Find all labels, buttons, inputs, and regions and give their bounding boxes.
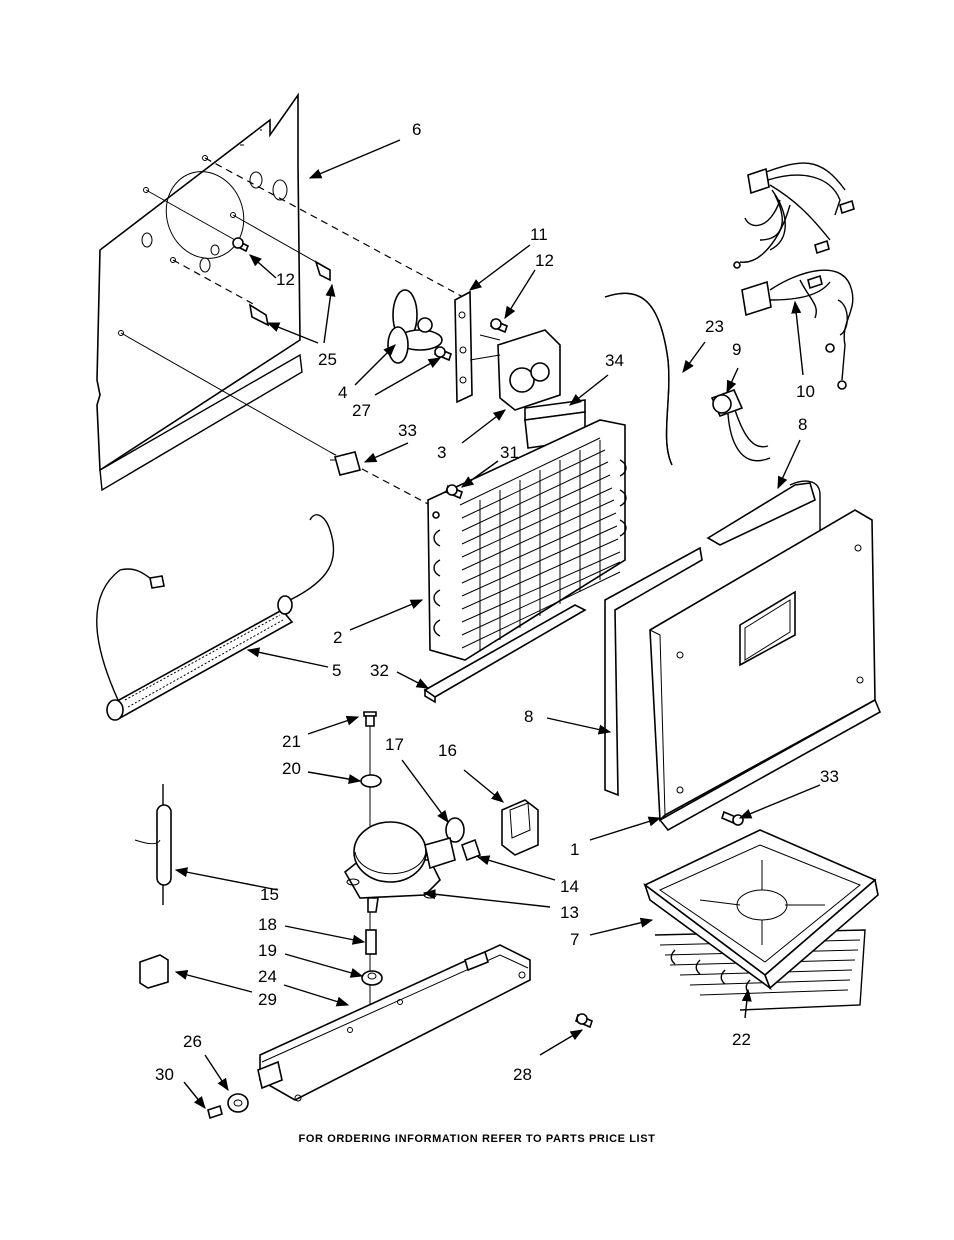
thermostat-part <box>710 388 771 462</box>
wiring-harness-part <box>733 162 855 390</box>
fan-bracket-part <box>454 290 473 404</box>
callout: 11 <box>530 225 548 244</box>
callout: 12 <box>276 270 295 289</box>
callout: 21 <box>282 732 301 751</box>
screw-12-right <box>490 318 508 334</box>
callout: 18 <box>258 915 277 934</box>
callout: 5 <box>332 661 341 680</box>
callout: 31 <box>500 443 519 462</box>
callout: 19 <box>258 941 277 960</box>
callout: 3 <box>437 443 446 462</box>
screw-33-cover <box>721 810 744 826</box>
callout: 4 <box>338 383 347 402</box>
screw-31 <box>445 484 463 500</box>
callout: 33 <box>820 767 839 786</box>
callout: 7 <box>570 930 579 949</box>
callout: 33 <box>398 421 417 440</box>
screw-12-left <box>232 237 250 253</box>
callout: 27 <box>352 401 371 420</box>
callout: 26 <box>183 1032 202 1051</box>
ordering-info-footer: FOR ORDERING INFORMATION REFER TO PARTS … <box>298 1133 656 1145</box>
defrost-heater-part <box>96 514 335 721</box>
callout: 9 <box>732 340 741 359</box>
capacitor-part <box>139 954 169 989</box>
callout: 8 <box>798 415 807 434</box>
bushing-33 <box>330 451 361 476</box>
callout: 32 <box>370 661 389 680</box>
relay-14 <box>460 838 482 862</box>
callout: 1 <box>570 840 579 859</box>
callout: 28 <box>513 1065 532 1084</box>
callout: 15 <box>260 885 279 904</box>
washer-20 <box>360 774 382 788</box>
callout: 13 <box>560 903 579 922</box>
screw-21 <box>363 711 377 727</box>
callout: 2 <box>333 628 342 647</box>
fan-blade-part <box>387 289 443 364</box>
drain-pan-part <box>643 829 879 991</box>
callout: 6 <box>412 120 421 139</box>
relay-17 <box>445 817 465 843</box>
callout: 17 <box>385 735 404 754</box>
grommet-19 <box>361 970 383 986</box>
drier-part <box>134 784 172 905</box>
compressor-part <box>343 821 456 913</box>
callout: 29 <box>258 990 277 1009</box>
callout: 20 <box>282 759 301 778</box>
callout: 24 <box>258 967 277 986</box>
clip-25-upper <box>314 260 331 282</box>
sleeve-18 <box>365 929 377 955</box>
spacer-26 <box>227 1093 249 1113</box>
callout: 30 <box>155 1065 174 1084</box>
screw-27 <box>434 346 452 362</box>
callout: 14 <box>560 877 579 896</box>
screw-28 <box>575 1013 593 1029</box>
callout: 25 <box>318 350 337 369</box>
rear-panel-part <box>96 92 303 492</box>
overload-16 <box>501 799 539 856</box>
callout: 8 <box>524 707 533 726</box>
evaporator-part <box>427 419 627 661</box>
callout: 10 <box>796 382 815 401</box>
drain-trough-liner-part <box>604 480 821 797</box>
fan-motor-part <box>469 329 561 411</box>
channel-part <box>423 604 587 704</box>
callout: 16 <box>438 741 457 760</box>
callout: 22 <box>732 1030 751 1049</box>
callout: 12 <box>535 251 554 270</box>
leader-lines <box>174 139 821 1109</box>
pin-30 <box>207 1104 223 1120</box>
base-plate-part <box>257 944 531 1102</box>
callout: 34 <box>605 351 624 370</box>
callout-labels: 6 11 12 12 25 4 27 23 9 34 33 3 31 10 8 … <box>155 120 839 1084</box>
callout: 23 <box>705 317 724 336</box>
